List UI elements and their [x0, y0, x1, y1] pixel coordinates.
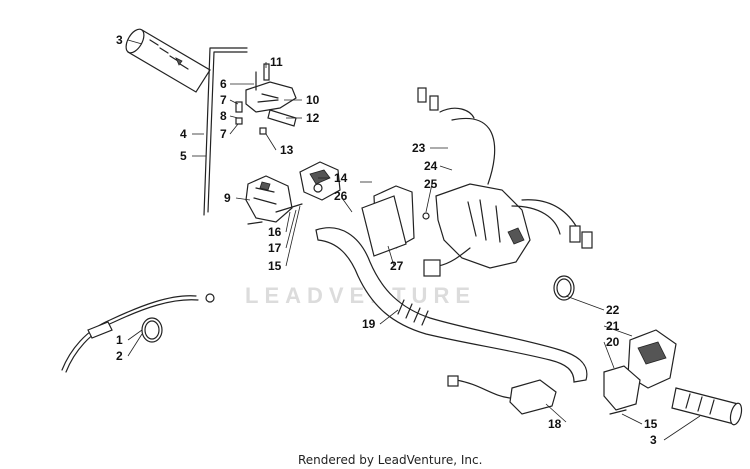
callout-2: 2 [116, 349, 123, 363]
callout-23: 23 [412, 141, 426, 155]
callout-1: 1 [116, 333, 123, 347]
callout-27: 27 [390, 259, 404, 273]
callout-17: 17 [268, 241, 282, 255]
brake-lever-assembly[interactable] [235, 63, 297, 135]
hand-warmer-element[interactable] [447, 375, 557, 415]
thumb-switch[interactable] [299, 161, 341, 201]
callout-9: 9 [224, 191, 231, 205]
callout-8: 8 [220, 109, 227, 123]
callout-13: 13 [280, 143, 294, 157]
right-switch-housing[interactable] [603, 329, 677, 415]
callout-25: 25 [424, 177, 438, 191]
footer-credit: Rendered by LeadVenture, Inc. [298, 453, 482, 467]
callout-11: 11 [270, 55, 283, 69]
callout-24: 24 [424, 159, 438, 173]
callout-3: 3 [116, 33, 123, 47]
callout-4: 4 [180, 127, 187, 141]
callout-22: 22 [606, 303, 620, 317]
callout-10: 10 [306, 93, 320, 107]
throttle-cable[interactable] [61, 293, 215, 373]
callout-15: 15 [268, 259, 282, 273]
callout-20: 20 [606, 335, 620, 349]
bracket-lines [203, 47, 248, 216]
callout-6: 6 [220, 77, 227, 91]
callout-labels: 3 4 5 6 7 8 7 9 11 10 12 13 14 26 16 17 … [116, 33, 658, 447]
callout-19: 19 [362, 317, 376, 331]
callout-7: 7 [220, 93, 227, 107]
throttle-housing[interactable] [361, 87, 593, 277]
watermark-text: LEADVENTURE [245, 283, 476, 308]
callout-15: 15 [644, 417, 658, 431]
callout-14: 14 [334, 171, 348, 185]
handlebar[interactable] [315, 227, 588, 383]
right-grip[interactable] [671, 387, 744, 426]
leader-lines [127, 39, 701, 441]
left-switch-housing[interactable] [245, 175, 303, 225]
callout-3: 3 [650, 433, 657, 447]
callout-26: 26 [334, 189, 348, 203]
callout-7: 7 [220, 127, 227, 141]
callout-12: 12 [306, 111, 320, 125]
callout-18: 18 [548, 417, 562, 431]
retaining-ring-left[interactable] [141, 317, 163, 343]
left-grip[interactable] [122, 26, 211, 93]
callout-5: 5 [180, 149, 187, 163]
retaining-ring-right[interactable] [553, 275, 575, 301]
callout-16: 16 [268, 225, 282, 239]
callout-21: 21 [606, 319, 620, 333]
